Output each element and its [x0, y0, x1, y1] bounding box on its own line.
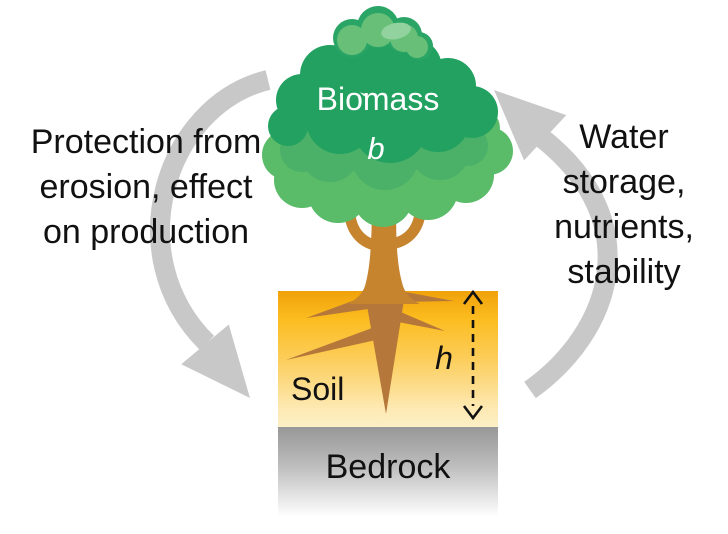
left-arrow-caption: Protection from erosion, effect on produ… — [30, 123, 262, 251]
cycle-arrow-right-head — [494, 90, 567, 161]
right-arrow-caption: Water storage, nutrients, stability — [554, 118, 694, 291]
soil-depth-symbol: h — [435, 340, 453, 376]
tree-canopy-highlight — [381, 22, 411, 40]
cycle-arrow-left-icon — [150, 70, 271, 351]
soil-depth-arrow-icon — [462, 289, 484, 421]
bedrock-label: Bedrock — [325, 448, 451, 486]
tree-trunk — [348, 196, 420, 304]
bedrock-block — [278, 427, 498, 517]
cycle-arrow-left-head — [181, 324, 250, 398]
biomass-label: Biomass — [316, 81, 440, 117]
cycle-arrow-right-icon — [524, 130, 618, 399]
soil-label: Soil — [291, 371, 345, 407]
biomass-symbol: b — [367, 131, 385, 166]
